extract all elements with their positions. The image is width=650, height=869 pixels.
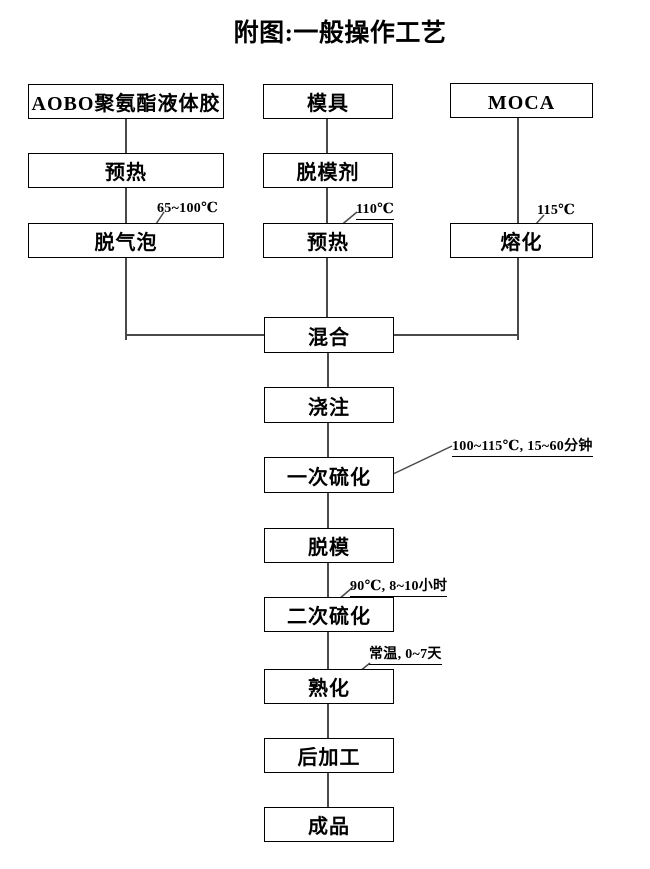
node-moca: MOCA bbox=[450, 83, 593, 118]
connector-cure1-demold bbox=[327, 493, 329, 528]
node-preheat-left: 预热 bbox=[28, 153, 224, 188]
page-title: 附图:一般操作工艺 bbox=[233, 20, 447, 47]
node-pour: 浇注 bbox=[264, 387, 394, 423]
node-demold: 脱模 bbox=[264, 528, 394, 563]
node-post-processing: 后加工 bbox=[264, 738, 394, 773]
annotation-degas-temp: 65~100℃ bbox=[157, 201, 219, 216]
leader-first-vulcanization bbox=[390, 445, 453, 476]
annotation-melt-temp: 115℃ bbox=[537, 203, 576, 218]
annotation-aging-condition: 常温, 0~7天 bbox=[369, 648, 442, 665]
node-degas: 脱气泡 bbox=[28, 223, 224, 258]
connector-pour-cure1 bbox=[327, 423, 329, 457]
node-aobo-polyurethane-glue: AOBO聚氨酯液体胶 bbox=[28, 84, 224, 119]
annotation-mold-preheat-temp: 110℃ bbox=[356, 203, 395, 220]
node-mix: 混合 bbox=[264, 317, 394, 353]
connector-mold-release bbox=[326, 119, 328, 153]
connector-postprocess-product bbox=[327, 773, 329, 807]
node-release-agent: 脱模剂 bbox=[263, 153, 393, 188]
connector-release-preheat bbox=[326, 188, 328, 223]
connector-mix-pour bbox=[327, 353, 329, 387]
node-preheat-mold: 预热 bbox=[263, 223, 393, 258]
annotation-first-vulcanization-condition: 100~115℃, 15~60分钟 bbox=[452, 440, 593, 457]
annotation-second-vulcanization-condition: 90℃, 8~10小时 bbox=[350, 580, 448, 597]
connector-aging-postprocess bbox=[327, 704, 329, 738]
connector-melt-to-mix bbox=[394, 334, 519, 336]
node-finished-product: 成品 bbox=[264, 807, 394, 842]
connector-demold-cure2 bbox=[327, 563, 329, 597]
connector-cure2-aging bbox=[327, 632, 329, 669]
connector-preheat-to-mix bbox=[326, 258, 328, 317]
connector-moca-melt bbox=[517, 118, 519, 223]
node-first-vulcanization: 一次硫化 bbox=[264, 457, 394, 493]
connector-melt-down bbox=[517, 258, 519, 340]
connector-degas-down bbox=[125, 258, 127, 340]
node-melt: 熔化 bbox=[450, 223, 593, 258]
connector-aobo-preheat bbox=[125, 119, 127, 153]
node-aging: 熟化 bbox=[264, 669, 394, 704]
node-second-vulcanization: 二次硫化 bbox=[264, 597, 394, 632]
connector-preheat-degas bbox=[125, 188, 127, 223]
connector-degas-to-mix bbox=[125, 334, 264, 336]
node-mold: 模具 bbox=[263, 84, 393, 119]
